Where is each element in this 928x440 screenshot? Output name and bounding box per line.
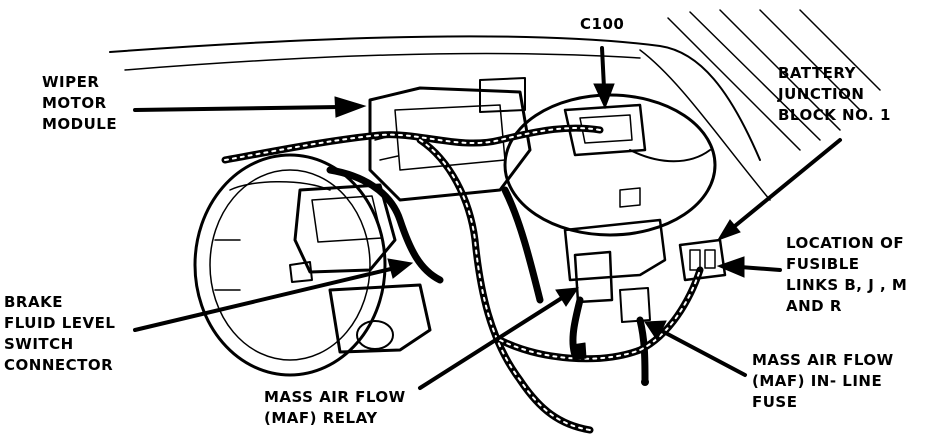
label-line: MODULE	[42, 115, 118, 133]
label-c100-line: C100	[580, 15, 625, 33]
label-line: MASS AIR FLOW	[264, 388, 406, 406]
master-cylinder	[289, 183, 432, 354]
label-line: FUSIBLE	[786, 255, 860, 273]
label-wiper-motor-module: WIPER MOTOR MODULE	[42, 72, 117, 135]
label-line: MASS AIR FLOW	[752, 351, 894, 369]
wiper-arrow	[133, 96, 367, 118]
label-line: AND R	[786, 297, 842, 315]
brake-arrow	[133, 258, 414, 332]
wiring-harness	[221, 124, 704, 434]
label-line: SWITCH	[4, 335, 74, 353]
label-line: CONNECTOR	[4, 356, 114, 374]
label-c100: C100	[580, 14, 624, 35]
maf-fuse-arrow	[644, 320, 747, 377]
label-line: BRAKE	[4, 293, 63, 311]
label-fusible-links: LOCATION OF FUSIBLE LINKS B, J , M AND R	[786, 233, 907, 317]
label-brake-fluid-switch: BRAKE FLUID LEVEL SWITCH CONNECTOR	[4, 292, 115, 376]
label-line: FLUID LEVEL	[4, 314, 116, 332]
label-maf-inline-fuse: MASS AIR FLOW (MAF) IN- LINE FUSE	[752, 350, 894, 413]
harness-terminal	[641, 378, 649, 386]
label-maf-relay: MASS AIR FLOW (MAF) RELAY	[264, 387, 406, 429]
fusible-arrow	[716, 256, 782, 278]
label-line: BATTERY	[778, 64, 857, 82]
fender-line	[109, 35, 761, 161]
label-line: FUSE	[752, 393, 798, 411]
maf-relay-arrow	[418, 287, 579, 390]
battery-arrow	[716, 138, 842, 241]
wiring-harness-texture	[224, 127, 701, 431]
label-line: MOTOR	[42, 94, 107, 112]
relay-bracket	[563, 187, 667, 323]
brake-booster	[193, 153, 387, 377]
label-line: BLOCK NO. 1	[778, 106, 891, 124]
c100-arrow	[593, 46, 615, 110]
label-line: (MAF) RELAY	[264, 409, 378, 427]
fender-edge	[667, 9, 881, 151]
label-line: WIPER	[42, 73, 100, 91]
label-line: LINKS B, J , M	[786, 276, 908, 294]
label-line: (MAF) IN- LINE	[752, 372, 883, 390]
label-line: JUNCTION	[778, 85, 865, 103]
fusible-link-connector	[678, 238, 727, 282]
junction-block	[503, 93, 717, 237]
fender-line-2	[124, 52, 641, 71]
relay-pigtail	[571, 342, 587, 361]
label-line: LOCATION OF	[786, 234, 905, 252]
fender-curve	[639, 49, 771, 201]
label-battery-junction-block: BATTERY JUNCTION BLOCK NO. 1	[778, 63, 891, 126]
